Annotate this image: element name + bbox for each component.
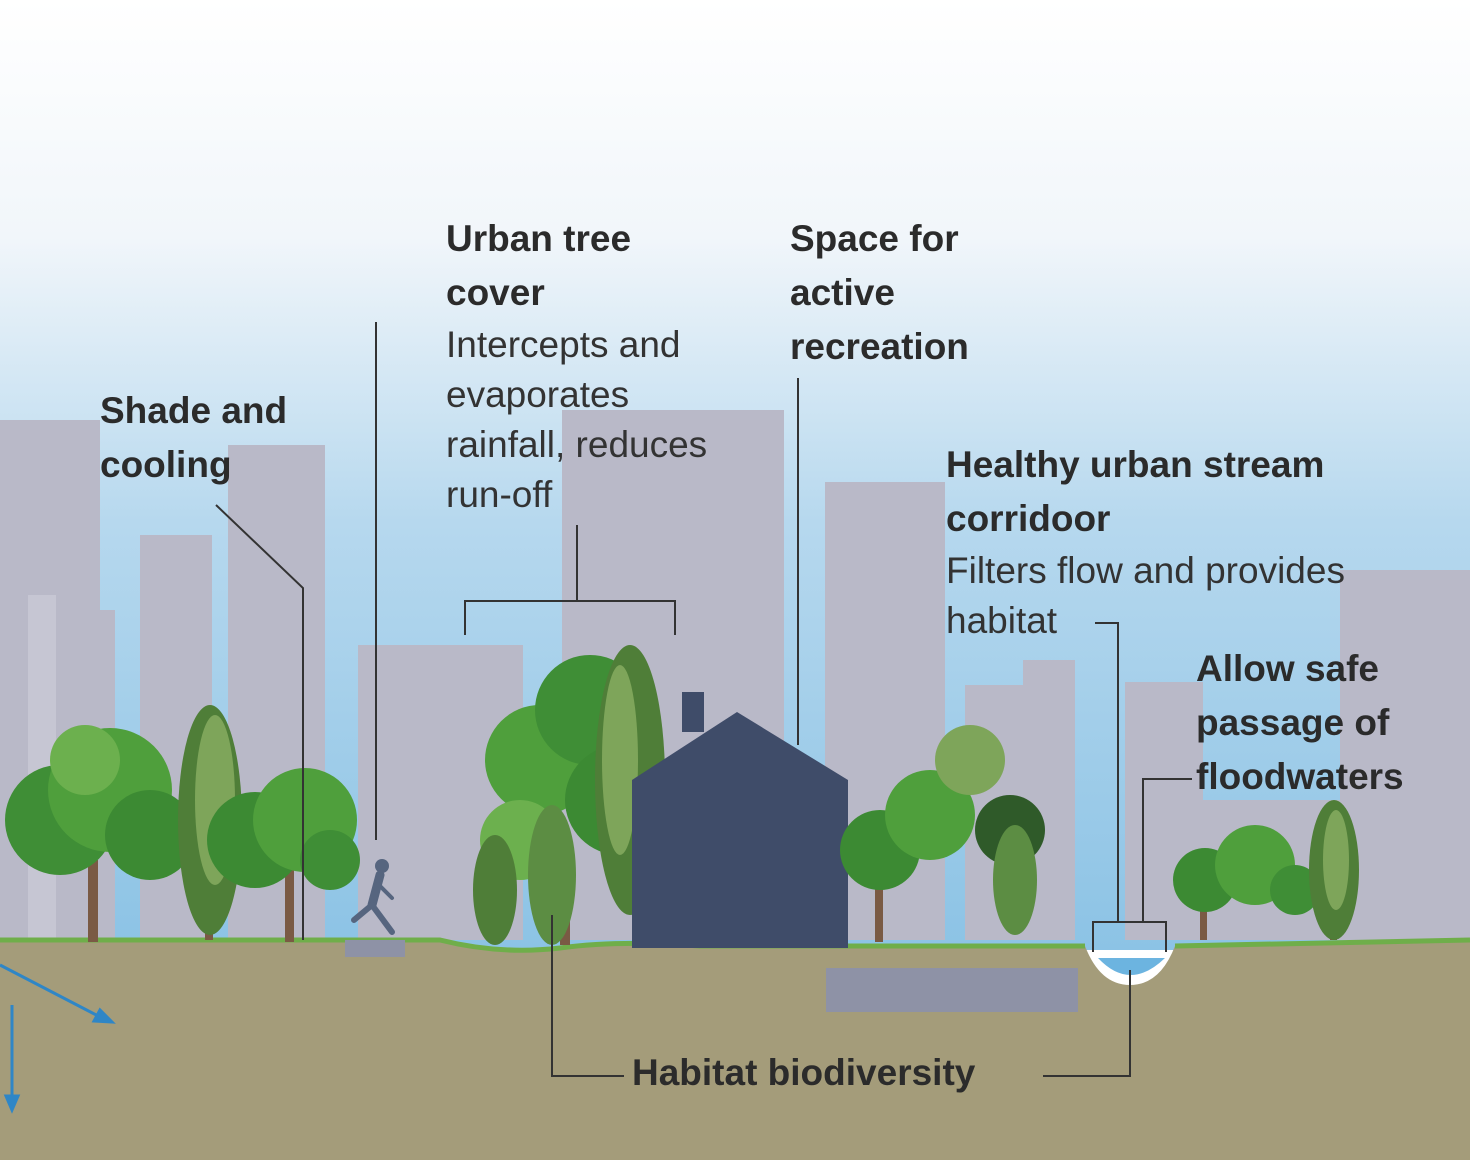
habitat-leader-right bbox=[1043, 970, 1131, 1077]
tree-icon bbox=[207, 768, 360, 942]
shade-label: Shade and cooling bbox=[100, 384, 287, 492]
flood-title-3: floodwaters bbox=[1196, 756, 1404, 797]
tree-icon bbox=[840, 725, 1045, 942]
recreation-title-2: active bbox=[790, 272, 895, 313]
tree-icon bbox=[1309, 800, 1359, 940]
runner-platform bbox=[345, 940, 405, 957]
tree-cover-title-1: Urban tree bbox=[446, 218, 632, 259]
tree-cover-title-2: cover bbox=[446, 272, 545, 313]
shade-title-1: Shade and bbox=[100, 390, 288, 431]
habitat-label: Habitat biodiversity bbox=[632, 1046, 975, 1100]
underground-storage bbox=[826, 968, 1078, 1012]
stream-desc-2: habitat bbox=[946, 600, 1058, 641]
stream-label: Healthy urban stream corridoor Filters f… bbox=[946, 438, 1345, 646]
flood-title-1: Allow safe bbox=[1196, 648, 1379, 689]
tree-icon bbox=[473, 805, 576, 945]
shade-leader bbox=[215, 504, 304, 940]
infiltration-arrow-icon bbox=[0, 963, 116, 1114]
stream-title-1: Healthy urban stream bbox=[946, 444, 1325, 485]
flood-title-2: passage of bbox=[1196, 702, 1390, 743]
ground bbox=[0, 940, 1470, 1160]
habitat-title: Habitat biodiversity bbox=[632, 1052, 976, 1093]
recreation-title-3: recreation bbox=[790, 326, 969, 367]
shade-title-2: cooling bbox=[100, 444, 232, 485]
stream-title-2: corridoor bbox=[946, 498, 1111, 539]
stream-desc-1: Filters flow and provides bbox=[946, 550, 1345, 591]
house-icon bbox=[632, 692, 848, 948]
tree-icon bbox=[1173, 825, 1320, 940]
habitat-leader-left bbox=[551, 915, 624, 1077]
tree-cover-desc-3: rainfall, reduces bbox=[446, 424, 708, 465]
flood-leader bbox=[1142, 778, 1192, 922]
tree-cover-bracket bbox=[464, 600, 676, 635]
stream-leader bbox=[1095, 622, 1119, 922]
recreation-title-1: Space for bbox=[790, 218, 959, 259]
recreation-label: Space for active recreation bbox=[790, 212, 969, 374]
tree-cover-desc-4: run-off bbox=[446, 474, 553, 515]
tree-cover-desc-1: Intercepts and bbox=[446, 324, 681, 365]
tree-cover-desc-2: evaporates bbox=[446, 374, 630, 415]
runner-icon bbox=[351, 859, 395, 935]
stream-icon bbox=[1098, 958, 1165, 975]
tree-cover-label: Urban tree cover Intercepts and evaporat… bbox=[446, 212, 707, 520]
flood-label: Allow safe passage of floodwaters bbox=[1196, 642, 1404, 804]
leader-lines bbox=[215, 322, 1192, 1077]
stream-bracket bbox=[1092, 921, 1167, 952]
tree-icon bbox=[5, 725, 195, 942]
